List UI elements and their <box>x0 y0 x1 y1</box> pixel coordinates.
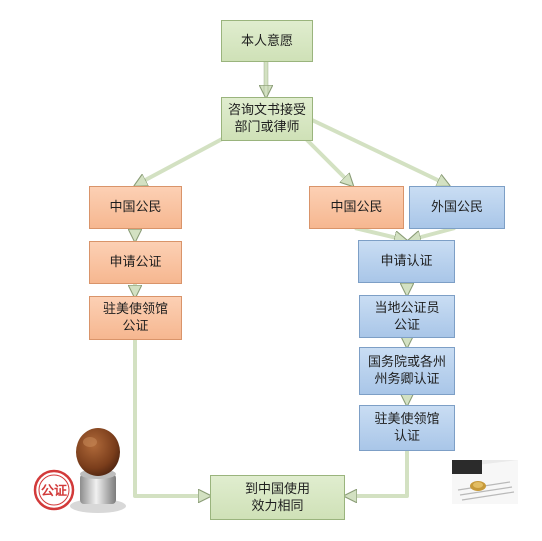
node-result: 到中国使用 效力相同 <box>210 475 345 520</box>
node-cn-citizen-left: 中国公民 <box>89 186 182 229</box>
arrow-consult-to-cn-left <box>136 136 225 185</box>
node-personal-intent: 本人意愿 <box>221 20 313 62</box>
node-foreign-citizen: 外国公民 <box>409 186 505 229</box>
arrow-consult-to-cn-right <box>303 136 352 185</box>
node-apply-notary: 申请公证 <box>89 241 182 284</box>
node-cn-citizen-right: 中国公民 <box>309 186 404 229</box>
node-local-notary: 当地公证员 公证 <box>359 295 455 338</box>
arrow-consulate-cert-to-result <box>346 450 409 496</box>
rubber-stamp-icon: 公证 <box>33 428 126 513</box>
node-apply-certification: 申请认证 <box>358 240 455 283</box>
node-consulate-notary: 驻美使领馆 公证 <box>89 296 182 340</box>
node-state-certification: 国务院或各州 州务卿认证 <box>359 347 455 395</box>
arrow-consulate-notary-to-result <box>133 339 209 496</box>
node-consult: 咨询文书接受 部门或律师 <box>221 97 313 141</box>
stamp-text: 公证 <box>41 484 67 499</box>
arrow-consult-to-foreign <box>311 118 448 185</box>
arrow-foreign-to-apply-cert <box>410 226 456 240</box>
node-consulate-certification: 驻美使领馆 认证 <box>359 405 455 451</box>
arrow-cn-right-to-apply-cert <box>354 226 405 240</box>
document-photo-icon <box>452 460 518 504</box>
